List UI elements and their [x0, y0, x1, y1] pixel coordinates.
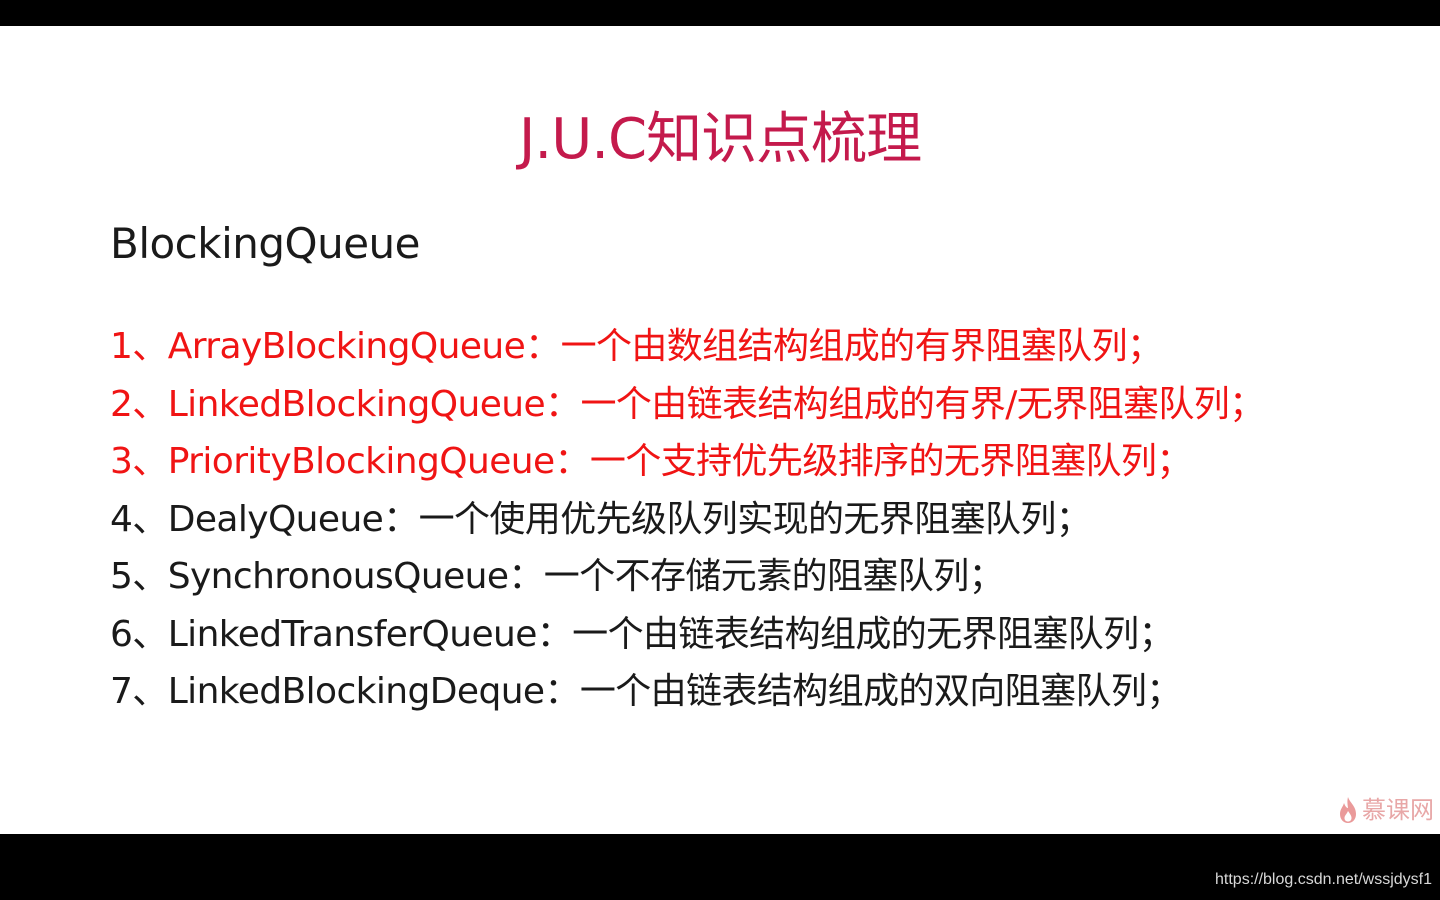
slide: J.U.C知识点梳理 BlockingQueue 1、ArrayBlocking…	[0, 26, 1440, 834]
watermark-text: 慕课网	[1362, 796, 1434, 824]
flame-logo-icon	[1338, 796, 1358, 824]
list-item: 3、PriorityBlockingQueue：一个支持优先级排序的无界阻塞队列…	[110, 441, 1192, 482]
source-url: https://blog.csdn.net/wssjdysf1	[1215, 871, 1432, 888]
list-item: 5、SynchronousQueue：一个不存储元素的阻塞队列；	[110, 556, 1005, 597]
top-letterbox	[0, 0, 1440, 26]
section-heading: BlockingQueue	[110, 219, 421, 268]
list-item: 2、LinkedBlockingQueue：一个由链表结构组成的有界/无界阻塞队…	[110, 383, 1265, 425]
slide-title: J.U.C知识点梳理	[518, 107, 922, 172]
list-item: 1、ArrayBlockingQueue：一个由数组结构组成的有界阻塞队列；	[110, 326, 1163, 367]
list-item: 4、DealyQueue：一个使用优先级队列实现的无界阻塞队列；	[110, 498, 1092, 540]
bottom-letterbox	[0, 834, 1440, 900]
list-item: 7、LinkedBlockingDeque：一个由链表结构组成的双向阻塞队列；	[110, 671, 1182, 712]
list-item: 6、LinkedTransferQueue：一个由链表结构组成的无界阻塞队列；	[110, 613, 1175, 655]
watermark-logo: 慕课网	[1338, 794, 1434, 826]
queue-list: 1、ArrayBlockingQueue：一个由数组结构组成的有界阻塞队列； 2…	[110, 318, 1265, 721]
